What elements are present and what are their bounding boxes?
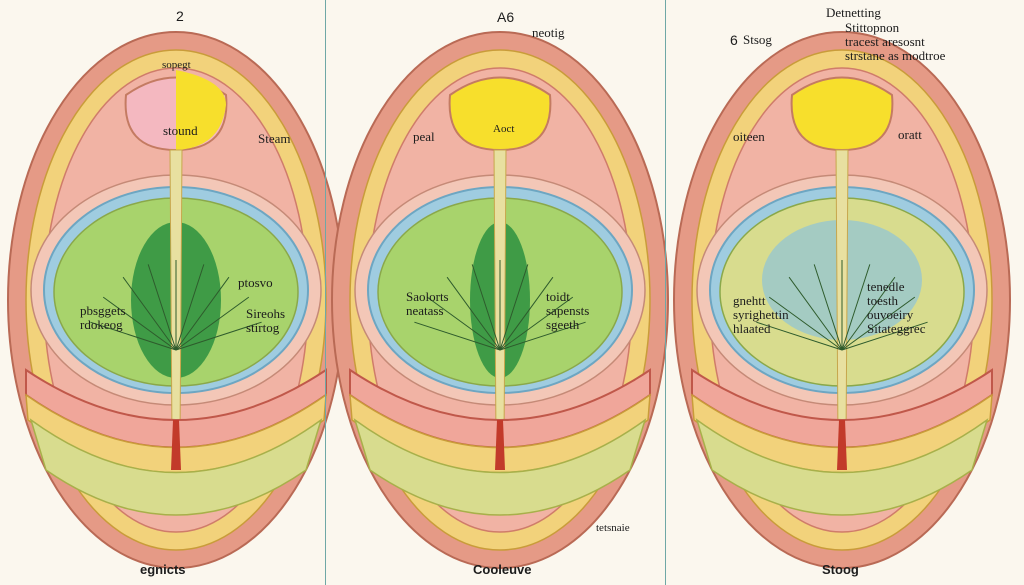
- panel-2-base-vessel: [495, 420, 505, 470]
- panel-2-number: A6: [497, 9, 515, 25]
- panel-1-label-c: Steam: [258, 131, 291, 146]
- panel-2-fiber-line: [499, 296, 574, 351]
- panel-3-label-a: Stsog: [743, 32, 772, 47]
- panel-3-label-c: Stittopnon tracest aresosnt strstane as …: [845, 20, 946, 63]
- panel-1-fiber-line: [147, 264, 177, 351]
- panel-3-label-f: gnehtt syrighettin hlaated: [733, 293, 789, 336]
- panel-2-fiber-line: [499, 264, 529, 351]
- panel-1-top-chamber-yellow: [176, 70, 226, 150]
- panel-2-lower-band-textured: [353, 418, 647, 516]
- panel-1-fiber-line: [90, 321, 177, 351]
- panel-3-fiber-line: [841, 321, 928, 351]
- panel-2-caption: Cooleuve: [473, 562, 532, 577]
- panel-3-fiber-line: [813, 264, 843, 351]
- panel-2-fiber-line: [499, 276, 554, 351]
- panel-1-base-vessel: [171, 420, 181, 470]
- panel-1-fiber-line: [102, 296, 177, 351]
- panel-3-label-d: oiteen: [733, 129, 765, 144]
- panel-3-label-e: oratt: [898, 127, 922, 142]
- panel-1-fiber-line: [175, 296, 250, 351]
- panel-3-number: 6: [730, 32, 738, 48]
- panel-2-label-a: neotig: [532, 25, 565, 40]
- panel-2-label-e: toidt sapensts sgeeth: [546, 289, 590, 332]
- panel-1-fiber-line: [175, 264, 205, 351]
- panel-2-fiber-line: [499, 321, 586, 351]
- panel-1-label-d: ptosvo: [238, 275, 273, 290]
- panel-2-fiber-line: [446, 276, 501, 351]
- panel-2-fiber-line: [471, 264, 501, 351]
- panel-3-fiber-line: [756, 321, 843, 351]
- panel-1-label-b: stound: [163, 123, 198, 138]
- panel-2-fiber-line: [426, 296, 501, 351]
- panel-1-label-a: sopegt: [162, 59, 191, 71]
- panel-2-label-f: tetsnaie: [596, 522, 630, 534]
- panel-2-label-d: Saolorts neatass: [406, 289, 449, 318]
- panel-1-lower-band-textured: [29, 418, 323, 516]
- panel-1-fiber-line: [175, 276, 230, 351]
- panel-2-fiber-line: [414, 321, 501, 351]
- panel-divider-1: [325, 0, 326, 585]
- panel-2-label-c: Aoct: [493, 123, 515, 135]
- panel-1-caption: egnicts: [140, 562, 186, 577]
- panel-3-caption: Stoog: [822, 562, 859, 577]
- panel-1-number: 2: [176, 8, 184, 24]
- panel-3-top-chamber: [790, 76, 894, 152]
- panel-2-label-b: peal: [413, 129, 435, 144]
- panel-3-base-vessel: [837, 420, 847, 470]
- panel-1-fiber-line: [175, 321, 262, 351]
- panel-3-label-b: Detnetting: [826, 5, 881, 20]
- panel-1-fiber-line: [122, 276, 177, 351]
- panel-1-label-f: Sireohs stirtog: [246, 306, 285, 335]
- panel-3-lower-band-textured: [695, 418, 989, 516]
- panel-3-fiber-line: [768, 296, 843, 351]
- panel-3-fiber-line: [788, 276, 843, 351]
- panel-3-fiber-line: [841, 264, 871, 351]
- panel-2-top-chamber: [448, 76, 552, 152]
- panel-divider-2: [665, 0, 666, 585]
- panel-3-fiber-line: [841, 276, 896, 351]
- panel-3-fiber-line: [841, 296, 916, 351]
- panel-1-label-e: pbsggets rdokeog: [80, 303, 126, 332]
- panel-3-label-g: tenedle toesth ouvoeiry Sitateggrec: [867, 279, 926, 336]
